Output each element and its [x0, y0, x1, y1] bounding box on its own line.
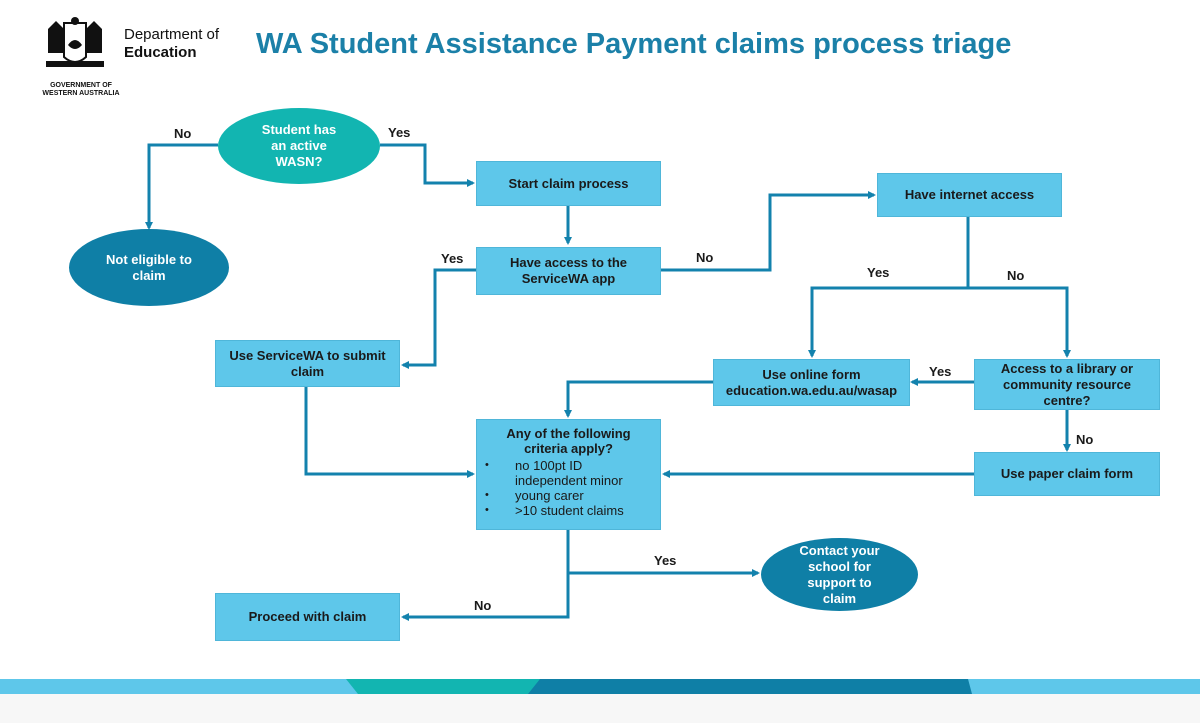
label-internet-yes: Yes — [867, 265, 890, 280]
criteria-heading: Any of the following criteria apply? — [506, 426, 631, 456]
label-servicewa-no: No — [696, 250, 714, 265]
government-name: GOVERNMENT OF WESTERN AUSTRALIA — [36, 82, 126, 98]
footer-bar — [0, 694, 1200, 723]
arrow-online-to-criteria — [564, 380, 713, 418]
node-contact-school: Contact your school for support to claim — [761, 538, 918, 611]
criteria-item: independent minor — [515, 473, 623, 488]
node-wasn-question: Student has an active WASN? — [218, 108, 380, 184]
department-name: Department of Education — [124, 26, 219, 62]
arrow-internet-yes — [808, 286, 968, 358]
node-servicewa-access: Have access to the ServiceWA app — [476, 247, 661, 295]
arrow-servicewa-yes — [401, 268, 476, 369]
page-title: WA Student Assistance Payment claims pro… — [256, 28, 1012, 60]
node-library-access: Access to a library or community resourc… — [974, 359, 1160, 410]
arrow-wasn-yes — [380, 143, 475, 187]
node-online-form: Use online form education.wa.edu.au/wasa… — [713, 359, 910, 406]
footer-color-band — [0, 679, 1200, 694]
label-servicewa-yes: Yes — [441, 251, 464, 266]
node-criteria: Any of the following criteria apply? no … — [476, 419, 661, 530]
label-library-yes: Yes — [929, 364, 952, 379]
dept-line-2: Education — [124, 44, 197, 61]
label-internet-no: No — [1007, 268, 1025, 283]
label-wasn-no: No — [174, 126, 192, 141]
node-use-servicewa: Use ServiceWA to submit claim — [215, 340, 400, 387]
arrow-servicewa-no — [661, 191, 876, 272]
arrow-internet-no — [968, 286, 1071, 358]
node-start-claim: Start claim process — [476, 161, 661, 206]
node-not-eligible: Not eligible to claim — [69, 229, 229, 306]
arrow-wasn-no — [145, 143, 218, 230]
gov-line-2: WESTERN AUSTRALIA — [42, 90, 120, 97]
label-library-no: No — [1076, 432, 1094, 447]
criteria-item: young carer — [477, 488, 660, 503]
criteria-list: no 100pt ID independent minor young care… — [477, 458, 660, 518]
label-criteria-no: No — [474, 598, 492, 613]
node-proceed: Proceed with claim — [215, 593, 400, 641]
gov-line-1: GOVERNMENT OF — [50, 82, 112, 89]
dept-line-1: Department of — [124, 26, 220, 43]
arrow-servicewa-submit-to-criteria — [304, 387, 475, 478]
criteria-item: no 100pt ID — [477, 458, 660, 473]
label-wasn-yes: Yes — [388, 125, 411, 140]
node-internet-access: Have internet access — [877, 173, 1062, 217]
criteria-item: >10 student claims — [477, 503, 660, 518]
node-paper-form: Use paper claim form — [974, 452, 1160, 496]
arrow-criteria-no — [401, 573, 570, 621]
wa-crest-logo — [40, 17, 110, 79]
label-criteria-yes: Yes — [654, 553, 677, 568]
